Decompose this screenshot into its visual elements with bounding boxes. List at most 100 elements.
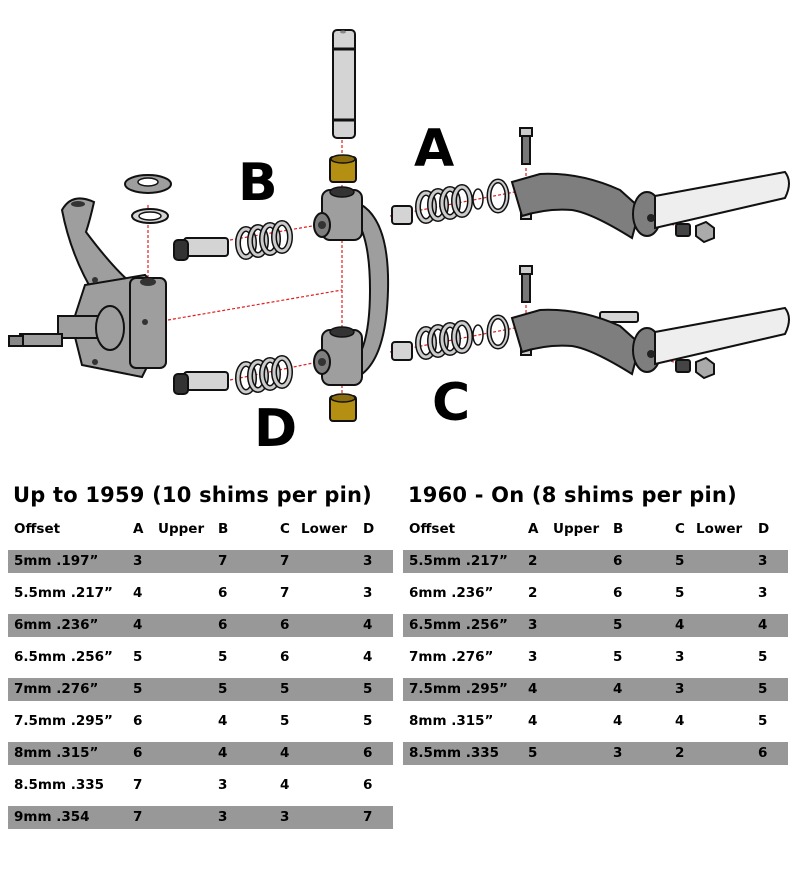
cell-b: 4 (613, 713, 623, 729)
header-c: C (280, 521, 290, 537)
header-offset: Offset (409, 521, 456, 537)
header-c: C (675, 521, 685, 537)
upper-bushing (329, 154, 357, 183)
cell-c: 4 (675, 617, 685, 633)
header-upper: Upper (158, 521, 205, 537)
cell-d: 5 (758, 681, 768, 697)
cell-b: 4 (218, 713, 228, 729)
cell-c: 3 (280, 809, 290, 825)
cell-d: 3 (758, 553, 768, 569)
cell-c: 5 (280, 713, 290, 729)
cell-a: 3 (528, 649, 538, 665)
cell-a: 4 (133, 585, 143, 601)
header-lower: Lower (301, 521, 348, 537)
cell-b: 6 (613, 585, 623, 601)
lower-link-pin-d (173, 371, 229, 395)
cell-offset: 7mm .276” (14, 681, 99, 697)
cell-d: 5 (363, 713, 373, 729)
cell-c: 4 (675, 713, 685, 729)
header-upper: Upper (553, 521, 600, 537)
cell-a: 2 (528, 585, 538, 601)
header-lower: Lower (696, 521, 743, 537)
cell-a: 4 (528, 713, 538, 729)
header-offset: Offset (14, 521, 61, 537)
cell-c: 5 (280, 681, 290, 697)
cell-b: 7 (218, 553, 228, 569)
header-a: A (528, 521, 539, 537)
callout-c: C (432, 373, 470, 433)
cell-a: 2 (528, 553, 538, 569)
cell-d: 4 (363, 617, 373, 633)
upper-link-pin-b (173, 237, 229, 261)
cell-d: 7 (363, 809, 373, 825)
cell-b: 5 (218, 649, 228, 665)
cell-offset: 6.5mm .256” (409, 617, 508, 633)
cell-b: 6 (613, 553, 623, 569)
cell-c: 7 (280, 553, 290, 569)
cell-offset: 5.5mm .217” (14, 585, 113, 601)
king-pin (332, 29, 356, 139)
cell-c: 4 (280, 777, 290, 793)
cell-b: 5 (613, 617, 623, 633)
spindle (8, 197, 167, 379)
cell-d: 5 (363, 681, 373, 697)
cell-b: 6 (218, 617, 228, 633)
cell-offset: 6mm .236” (14, 617, 99, 633)
header-b: B (613, 521, 624, 537)
cell-offset: 8mm .315” (409, 713, 494, 729)
cell-d: 4 (758, 617, 768, 633)
cell-offset: 8mm .315” (14, 745, 99, 761)
cell-a: 4 (133, 617, 143, 633)
cell-d: 5 (758, 649, 768, 665)
cell-a: 5 (133, 681, 143, 697)
cell-c: 3 (675, 649, 685, 665)
cell-c: 3 (675, 681, 685, 697)
cell-d: 4 (363, 649, 373, 665)
cell-offset: 5.5mm .217” (409, 553, 508, 569)
cell-b: 3 (218, 777, 228, 793)
shim-table-up-to-1959: Up to 1959 (10 shims per pin) Offset A U… (8, 480, 393, 838)
cell-d: 3 (758, 585, 768, 601)
header-d: D (758, 521, 770, 537)
table-header-row: Offset A Upper B C Lower D (403, 512, 788, 550)
cell-d: 3 (363, 585, 373, 601)
cell-a: 3 (528, 617, 538, 633)
exploded-suspension-diagram: A B C D (8, 29, 790, 459)
cell-a: 6 (133, 713, 143, 729)
table-body: 5mm .197” 3 7 7 3 5.5mm .217” 4 6 7 3 6mm .236” 4 6 6… (8, 550, 393, 829)
cell-c: 6 (280, 649, 290, 665)
callout-b: B (238, 153, 278, 213)
table-header-row: Offset A Upper B C Lower D (8, 512, 393, 550)
callout-d: D (254, 399, 297, 459)
cell-offset: 5mm .197” (14, 553, 99, 569)
header-d: D (363, 521, 375, 537)
cell-b: 3 (218, 809, 228, 825)
cell-offset: 7mm .276” (409, 649, 494, 665)
cell-b: 3 (613, 745, 623, 761)
cell-d: 3 (363, 553, 373, 569)
cell-b: 4 (218, 745, 228, 761)
shim-stack-d (235, 355, 293, 395)
table-row: 7mm .276” 5 5 5 5 (8, 678, 393, 701)
lower-bushing (329, 393, 357, 422)
cell-a: 7 (133, 777, 143, 793)
cell-c: 2 (675, 745, 685, 761)
header-b: B (218, 521, 229, 537)
shim-table-1960-on: 1960 - On (8 shims per pin) Offset A Upp… (403, 480, 788, 774)
cell-d: 6 (363, 745, 373, 761)
cell-b: 5 (218, 681, 228, 697)
cell-d: 6 (363, 777, 373, 793)
cell-c: 5 (675, 553, 685, 569)
table-row: 6.5mm .256” 3 5 4 4 (403, 614, 788, 637)
cell-c: 4 (280, 745, 290, 761)
cell-a: 7 (133, 809, 143, 825)
